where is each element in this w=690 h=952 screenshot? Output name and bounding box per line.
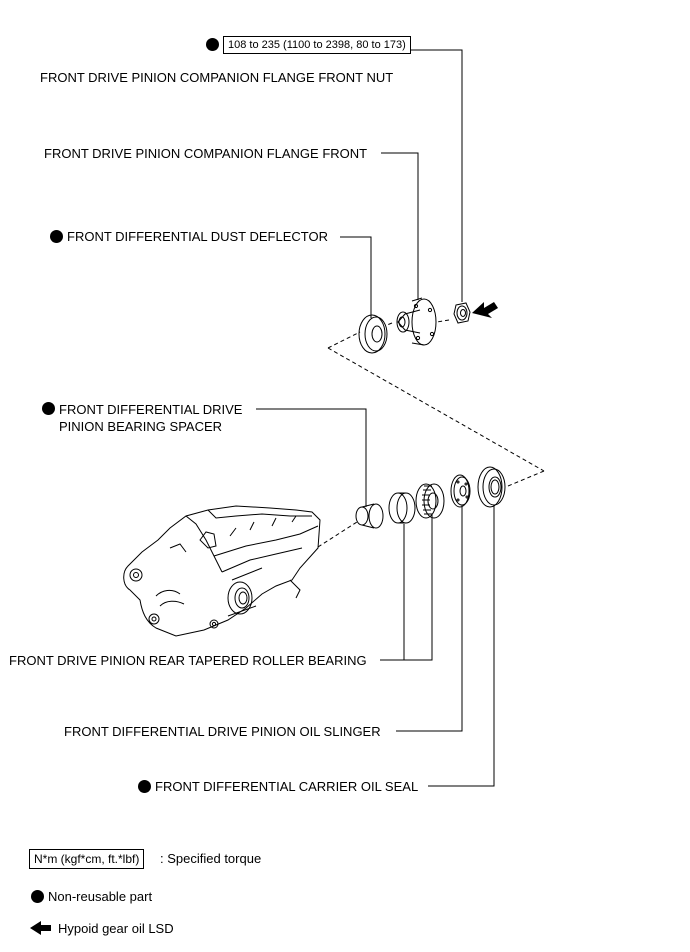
label-carrier-oil-seal: FRONT DIFFERENTIAL CARRIER OIL SEAL <box>155 779 419 794</box>
label-bearing-spacer-line1: FRONT DIFFERENTIAL DRIVE <box>59 402 243 417</box>
leader-flange <box>381 152 419 300</box>
bearing-race-part <box>388 492 416 524</box>
oil-slinger-part <box>450 474 471 508</box>
label-rear-tapered-roller-bearing: FRONT DRIVE PINION REAR TAPERED ROLLER B… <box>9 653 367 668</box>
companion-flange-part <box>396 297 437 346</box>
non-reusable-dot-icon <box>42 402 55 415</box>
flange-nut-part <box>453 302 471 324</box>
leader-slinger <box>396 505 463 732</box>
label-bearing-spacer-line2: PINION BEARING SPACER <box>59 419 223 434</box>
differential-carrier-housing <box>123 505 321 637</box>
dust-deflector-part <box>358 314 388 354</box>
leader-bearing <box>380 514 433 661</box>
bearing-spacer-part <box>355 503 384 529</box>
label-flange-front-nut: FRONT DRIVE PINION COMPANION FLANGE FRON… <box>40 70 394 85</box>
legend-gear-oil: Hypoid gear oil LSD <box>58 921 174 936</box>
label-flange-front: FRONT DRIVE PINION COMPANION FLANGE FRON… <box>44 146 368 161</box>
legend-non-reusable-dot-icon <box>31 890 44 903</box>
label-oil-slinger: FRONT DIFFERENTIAL DRIVE PINION OIL SLIN… <box>64 724 381 739</box>
legend-torque-desc: : Specified torque <box>160 851 262 866</box>
oil-arrow-icon <box>472 302 498 318</box>
tapered-roller-bearing-part <box>415 483 445 519</box>
legend-oil-arrow-icon <box>30 921 51 935</box>
torque-spec-box: 108 to 235 (1100 to 2398, 80 to 173) <box>223 36 411 54</box>
leader-deflector <box>340 236 372 318</box>
label-dust-deflector: FRONT DIFFERENTIAL DUST DEFLECTOR <box>67 229 328 244</box>
non-reusable-dot-icon <box>138 780 151 793</box>
non-reusable-dot-icon <box>50 230 63 243</box>
leader-seal <box>428 506 495 787</box>
legend-torque-box: N*m (kgf*cm, ft.*lbf) <box>29 849 145 869</box>
leader-spacer <box>256 408 367 507</box>
non-reusable-dot-icon <box>206 38 219 51</box>
leader-nut <box>410 49 463 302</box>
carrier-oil-seal-part <box>477 466 506 508</box>
legend-non-reusable: Non-reusable part <box>48 889 153 904</box>
